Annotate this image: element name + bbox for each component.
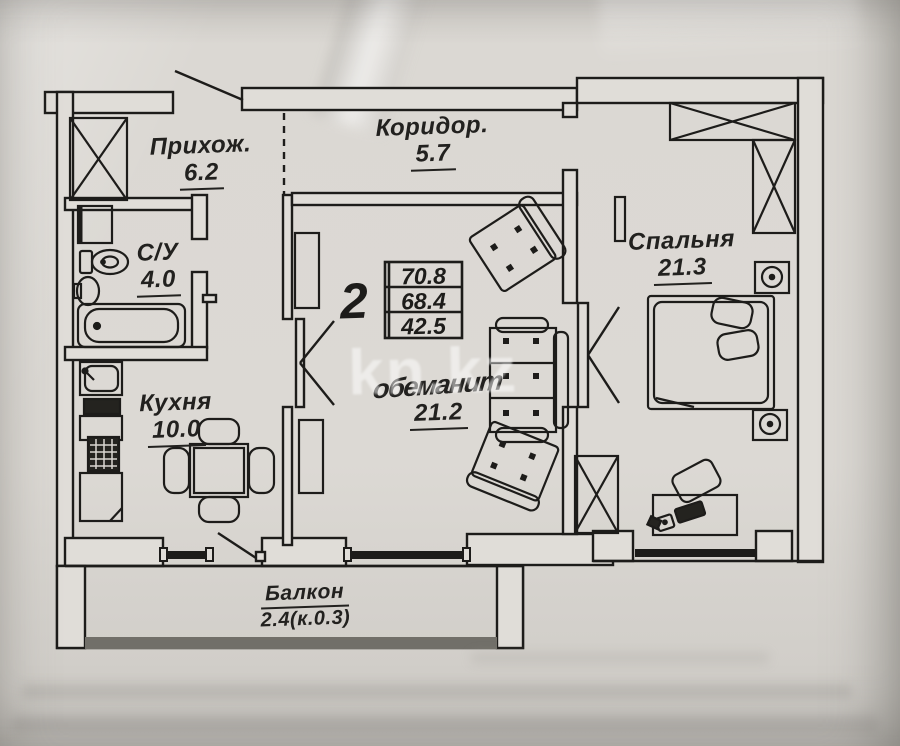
room-area: 10.0 xyxy=(146,415,207,448)
wash-basin-icon xyxy=(72,275,101,307)
living-cabinet-icon xyxy=(297,418,325,495)
living-room-door xyxy=(294,317,335,409)
room-label-corridor: Коридор. 5.7 xyxy=(374,111,491,173)
desk-icon xyxy=(645,493,739,537)
kitchen-chair-icon xyxy=(162,417,276,524)
windows xyxy=(159,547,756,562)
balcony-structure xyxy=(55,564,525,650)
furniture xyxy=(68,101,797,537)
room-label-balcony: Балкон 2.4(к.0.3) xyxy=(244,579,366,632)
washing-machine-icon xyxy=(76,204,114,245)
living-cabinet-icon xyxy=(293,231,321,310)
armchair-icon xyxy=(468,195,567,293)
hall-wardrobe-icon xyxy=(68,116,129,202)
bedroom-wardrobe-icon xyxy=(668,101,797,235)
room-name: Кухня xyxy=(138,387,213,418)
rooms-count: 2 xyxy=(339,272,369,330)
bathtub-icon xyxy=(76,302,187,349)
room-name: С/У xyxy=(136,238,179,267)
room-name: Спальня xyxy=(627,225,736,256)
counter-dark-icon xyxy=(82,397,122,416)
bedroom-door xyxy=(576,301,621,409)
area-summary-box-icon xyxy=(383,260,464,340)
nightstand-icon xyxy=(753,260,791,295)
room-label-bedroom: Спальня 21.3 xyxy=(621,225,743,287)
room-area: 4.0 xyxy=(135,265,182,298)
bed-icon xyxy=(646,294,776,411)
nightstand-icon xyxy=(751,408,789,442)
desk-chair-icon xyxy=(671,458,722,504)
bedroom-wardrobe-icon xyxy=(573,454,620,535)
room-area: 2.4(к.0.3) xyxy=(260,605,351,632)
room-name: Прихож. xyxy=(149,130,252,161)
kitchen-table-icon xyxy=(188,442,250,499)
balcony-door-swing xyxy=(217,531,260,562)
bedroom-window-icon xyxy=(635,549,756,557)
armchair-icon xyxy=(465,420,560,512)
room-name: Коридор. xyxy=(375,111,489,142)
balcony-rail xyxy=(85,637,497,649)
bedroom-shelf-icon xyxy=(613,195,627,243)
usable-area-value: 68.4 xyxy=(400,287,447,315)
doors xyxy=(174,69,621,563)
room-area: 21.3 xyxy=(652,253,713,286)
kitchen-window-icon xyxy=(163,551,210,559)
room-area: 6.2 xyxy=(178,158,225,191)
room-label-hallway: Прихож. 6.2 xyxy=(144,130,258,192)
watermark: kn.kz xyxy=(347,333,519,409)
kitchen-sink-icon xyxy=(78,360,124,397)
toilet-icon xyxy=(78,248,130,276)
room-area: 5.7 xyxy=(410,139,456,172)
room-label-kitchen: Кухня 10.0 xyxy=(125,388,227,448)
stove-icon xyxy=(86,435,121,473)
room-name: Балкон xyxy=(260,579,349,610)
walls xyxy=(43,76,825,568)
living-window-icon xyxy=(347,551,467,559)
room-label-bathroom: С/У 4.0 xyxy=(111,238,205,298)
kitchen-cabinet-icon xyxy=(78,471,124,523)
total-area-value: 70.8 xyxy=(400,262,447,290)
entrance-door-swing xyxy=(174,69,244,102)
